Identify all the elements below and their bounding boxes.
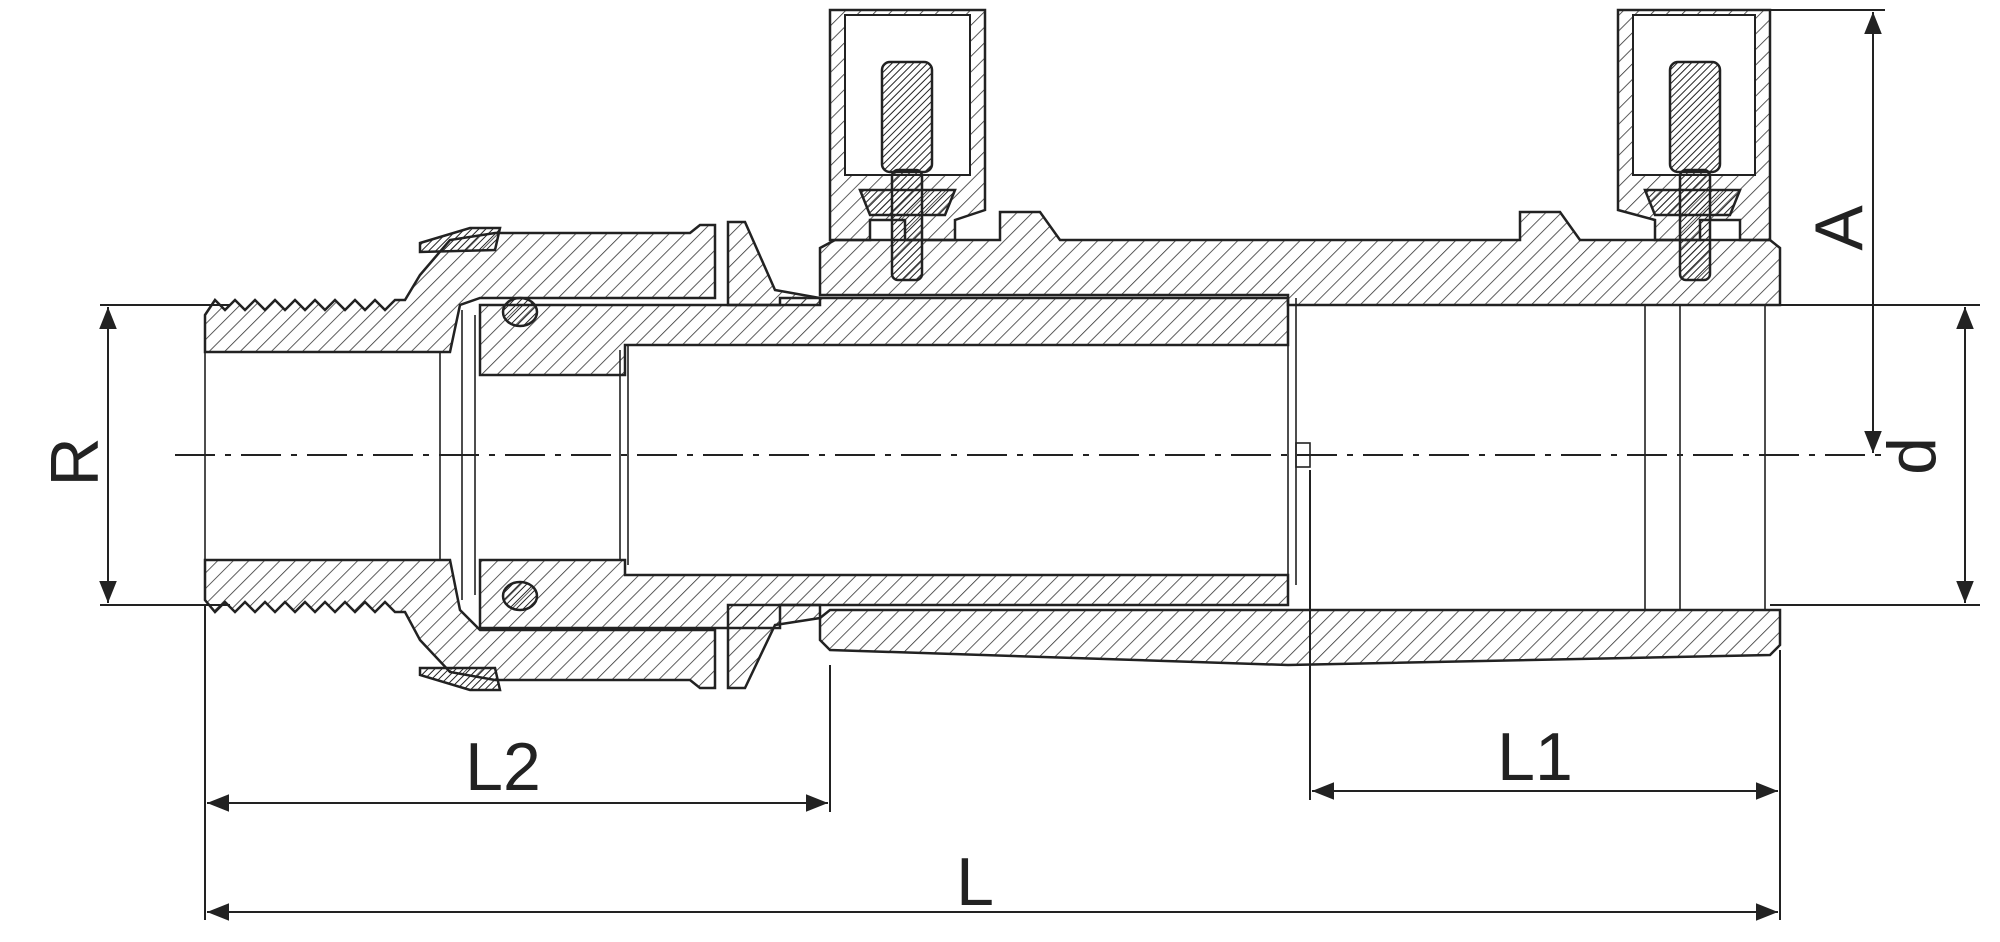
dimension-label-A: A — [1801, 205, 1877, 251]
dimension-label-R: R — [37, 437, 113, 486]
inner-stub-pipe — [478, 296, 1290, 630]
dimension-label-L1: L1 — [1497, 719, 1573, 795]
dimension-label-L: L — [956, 844, 994, 920]
dimension-lines — [99, 11, 1974, 921]
terminal-left — [828, 8, 987, 282]
dimension-label-L2: L2 — [465, 729, 541, 805]
terminal-right — [1616, 8, 1772, 282]
bore-outline — [204, 298, 1766, 610]
electrofusion-sleeve-lower — [818, 608, 1782, 667]
dimension-label-d: d — [1874, 437, 1950, 475]
threaded-male-end-upper — [203, 223, 717, 354]
electrofusion-sleeve-upper — [818, 210, 1782, 307]
extension-lines — [100, 9, 1980, 920]
union-collar — [726, 220, 822, 690]
threaded-male-end-lower — [203, 558, 717, 690]
gasket-seals — [418, 226, 539, 692]
